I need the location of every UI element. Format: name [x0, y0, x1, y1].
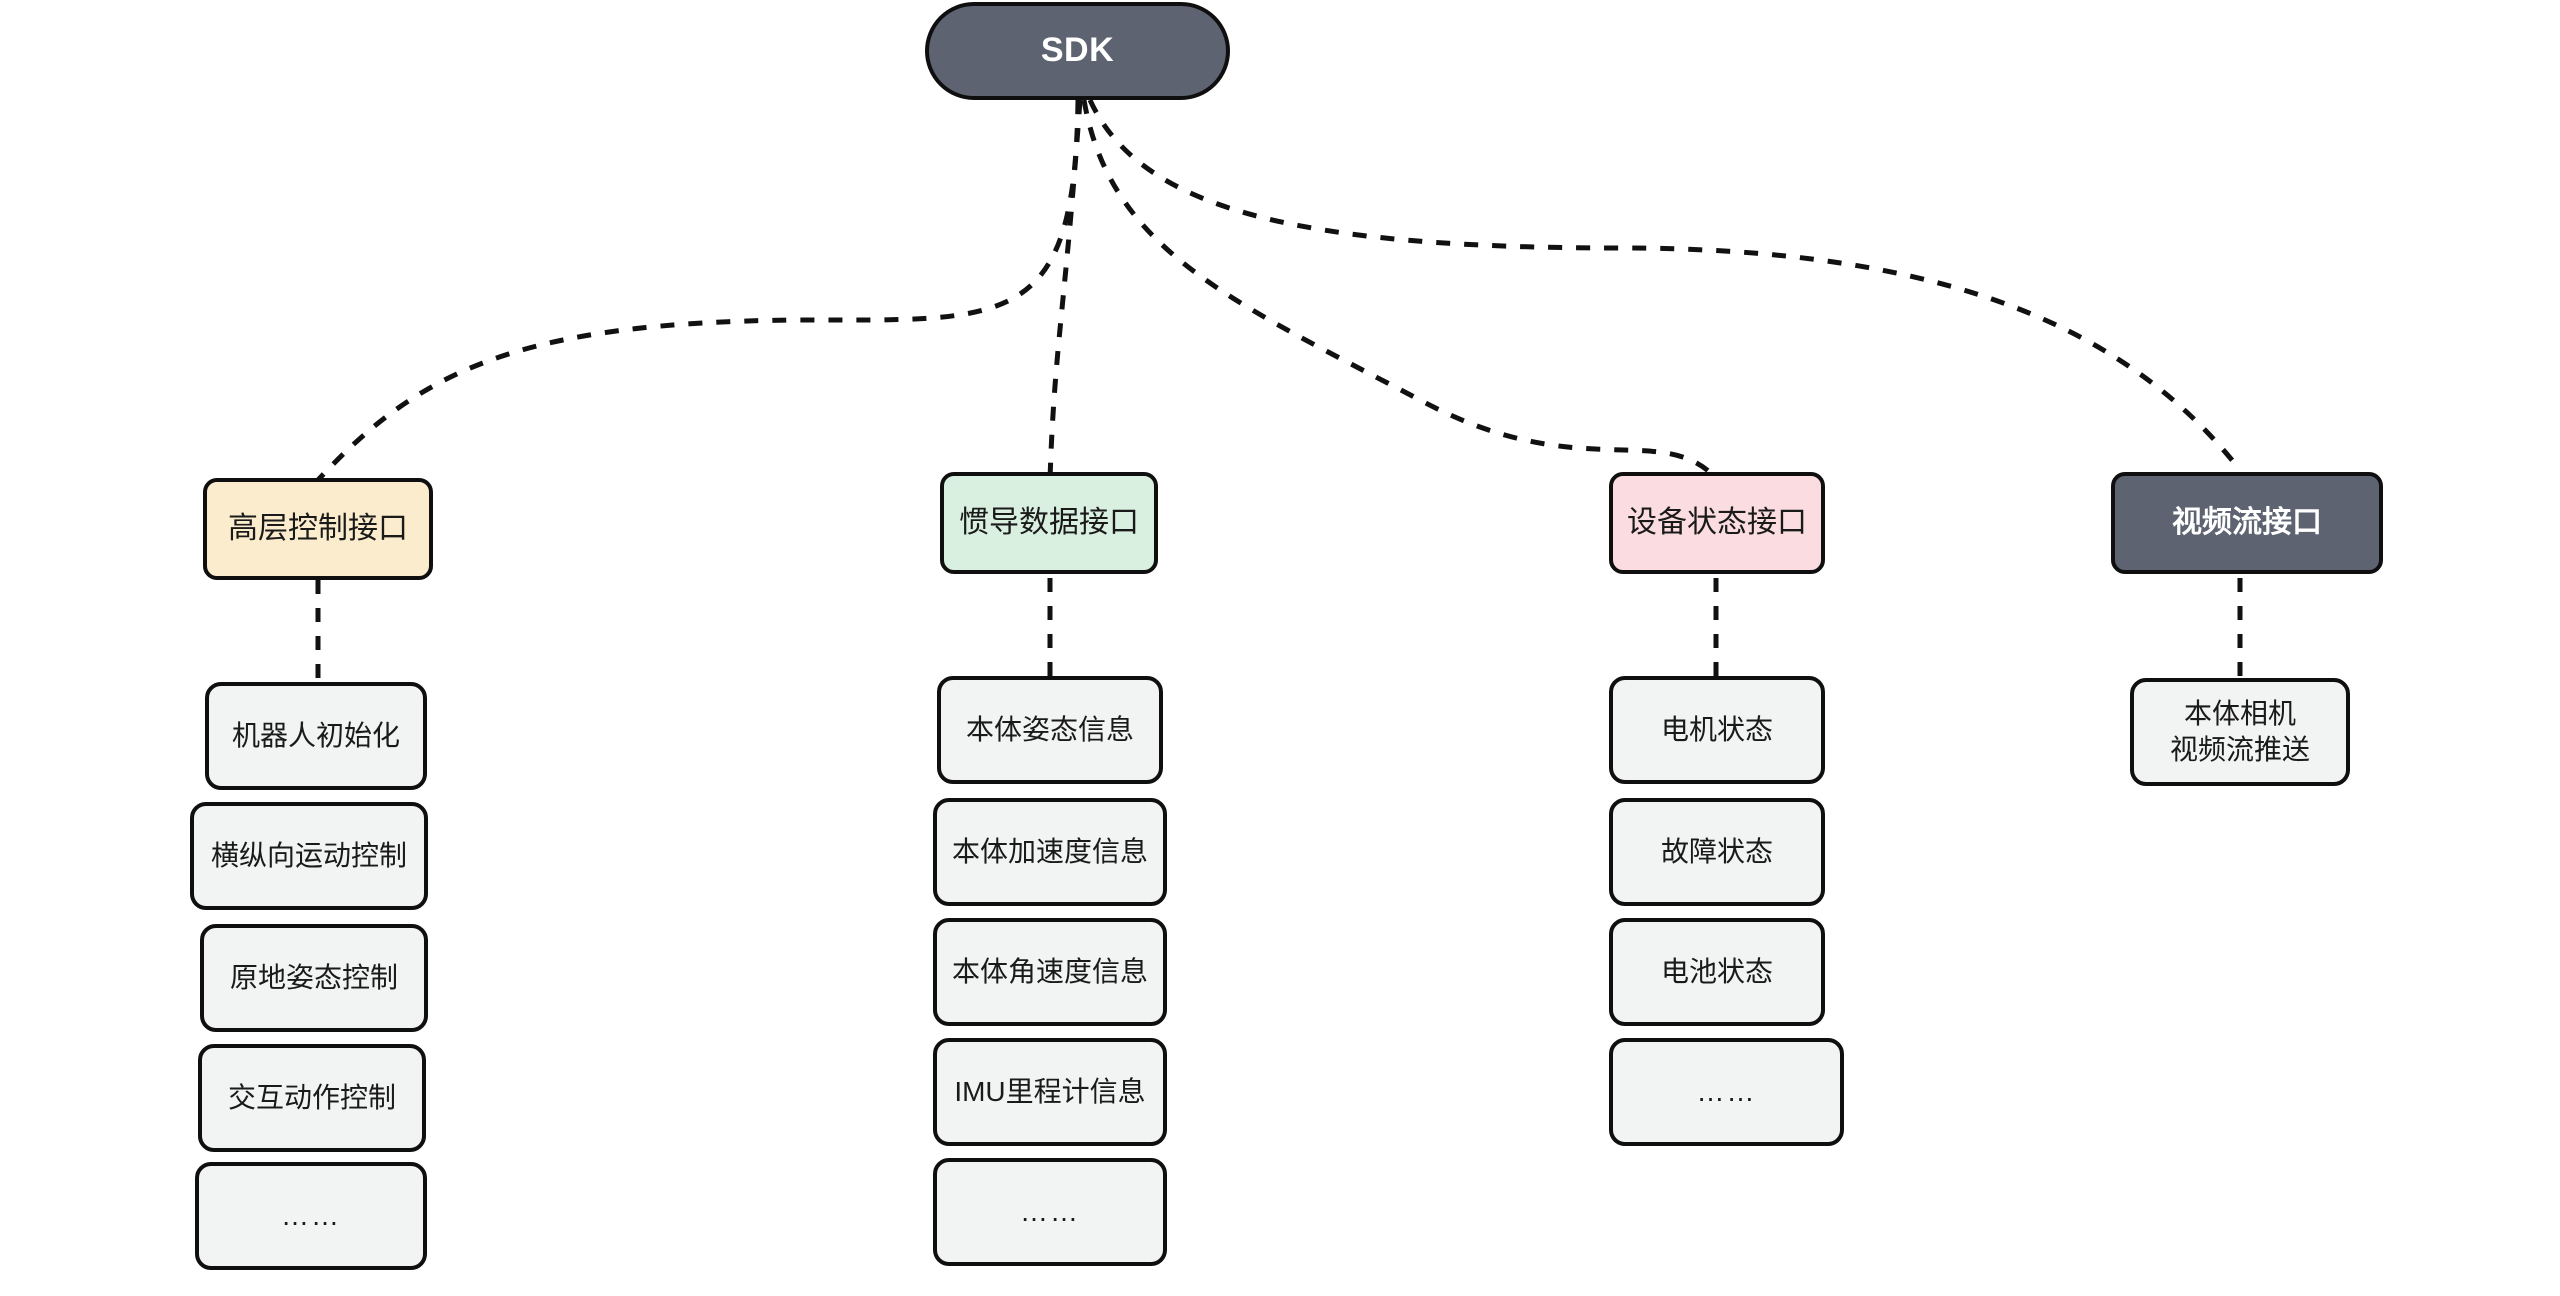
leaf-interactive-action-control-label: 交互动作控制: [227, 1082, 396, 1114]
leaf-device-status-more-label: ……: [1696, 1076, 1757, 1108]
node-high-level-control[interactable]: 高层控制接口: [203, 478, 433, 580]
leaf-high-level-control-more-label: ……: [281, 1200, 341, 1232]
leaf-high-level-control-more[interactable]: ……: [195, 1162, 427, 1270]
node-sdk-label: SDK: [1040, 31, 1115, 70]
leaf-body-posture-info-label: 本体姿态信息: [965, 714, 1134, 746]
node-video-stream[interactable]: 视频流接口: [2111, 472, 2383, 574]
node-device-status[interactable]: 设备状态接口: [1609, 472, 1825, 574]
node-imu-data-label: 惯导数据接口: [959, 505, 1139, 539]
leaf-fault-status[interactable]: 故障状态: [1609, 798, 1825, 906]
leaf-lateral-longitudinal-motion-control[interactable]: 横纵向运动控制: [190, 802, 428, 910]
leaf-lateral-longitudinal-motion-control-label: 横纵向运动控制: [210, 840, 407, 872]
edge-sdk-to-video-stream: [1087, 98, 2242, 472]
node-video-stream-label: 视频流接口: [2172, 505, 2322, 539]
leaf-body-camera-video-push-label: 本体相机 视频流推送: [2169, 698, 2310, 765]
leaf-imu-data-more-label: ……: [1020, 1196, 1080, 1228]
leaf-device-status-more[interactable]: ……: [1609, 1038, 1844, 1146]
edge-sdk-to-device-status: [1081, 99, 1718, 480]
leaf-imu-odometry-info[interactable]: IMU里程计信息: [933, 1038, 1167, 1146]
edge-sdk-to-imu-data: [1047, 99, 1083, 481]
leaf-body-angular-velocity-info-label: 本体角速度信息: [951, 956, 1148, 988]
leaf-battery-status-label: 电池状态: [1660, 956, 1773, 988]
leaf-battery-status[interactable]: 电池状态: [1609, 918, 1825, 1026]
leaf-motor-status[interactable]: 电机状态: [1609, 676, 1825, 784]
node-sdk[interactable]: SDK: [925, 2, 1230, 100]
leaf-body-posture-info[interactable]: 本体姿态信息: [937, 676, 1163, 784]
node-high-level-control-label: 高层控制接口: [228, 511, 408, 545]
leaf-body-angular-velocity-info[interactable]: 本体角速度信息: [933, 918, 1167, 1026]
node-device-status-label: 设备状态接口: [1627, 505, 1807, 539]
leaf-imu-odometry-info-label: IMU里程计信息: [954, 1076, 1146, 1108]
leaf-in-place-posture-control[interactable]: 原地姿态控制: [200, 924, 428, 1032]
leaf-body-camera-video-push[interactable]: 本体相机 视频流推送: [2130, 678, 2350, 786]
leaf-in-place-posture-control-label: 原地姿态控制: [229, 962, 398, 994]
leaf-body-acceleration-info-label: 本体加速度信息: [951, 836, 1148, 868]
leaf-imu-data-more[interactable]: ……: [933, 1158, 1167, 1266]
leaf-body-acceleration-info[interactable]: 本体加速度信息: [933, 798, 1167, 906]
leaf-fault-status-label: 故障状态: [1660, 836, 1773, 868]
leaf-interactive-action-control[interactable]: 交互动作控制: [198, 1044, 426, 1152]
leaf-robot-init-label: 机器人初始化: [231, 720, 400, 752]
leaf-motor-status-label: 电机状态: [1660, 714, 1773, 746]
leaf-robot-init[interactable]: 机器人初始化: [205, 682, 427, 790]
node-imu-data[interactable]: 惯导数据接口: [940, 472, 1158, 574]
edge-sdk-to-high-level-control: [316, 99, 1081, 482]
